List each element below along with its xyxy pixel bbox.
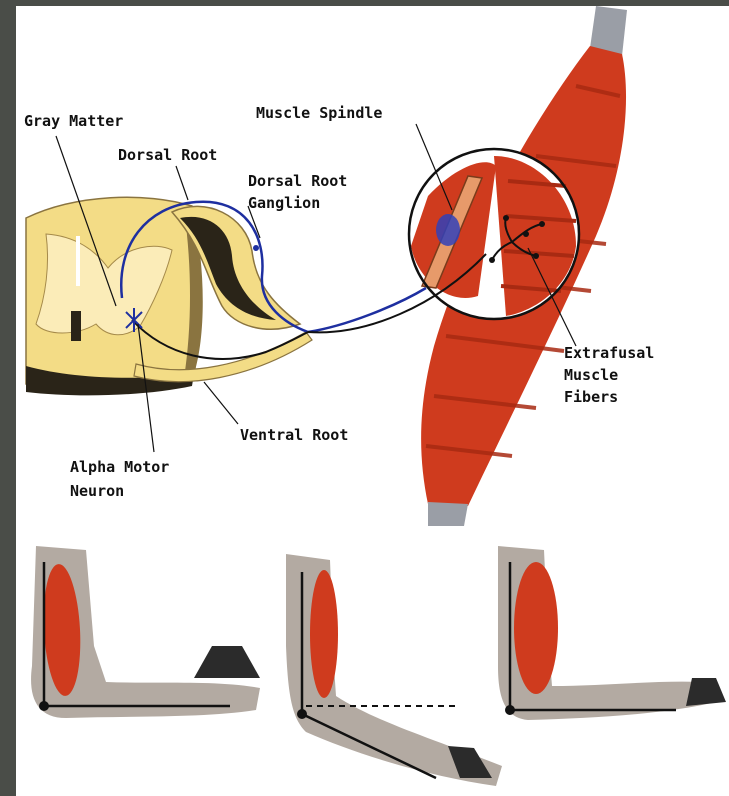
arm-icon [286,554,502,786]
weight-icon [194,646,260,678]
label-ventral-root: Ventral Root [240,426,348,444]
label-drg-line2: Ganglion [248,194,320,212]
label-alpha-motor-line1: Alpha Motor [70,458,169,476]
arm-icon [31,546,260,718]
muscle-spindle-zoom [409,149,579,319]
label-dorsal-root: Dorsal Root [118,146,217,164]
label-muscle-spindle: Muscle Spindle [256,104,382,122]
label-gray-matter: Gray Matter [24,112,123,130]
muscle-bottom-tendon [428,502,468,526]
spinal-cord-icon [26,197,203,395]
weight-icon [686,678,726,706]
frame-left [0,0,16,796]
label-drg-line1: Dorsal Root [248,172,347,190]
stretch-reflex-diagram: Gray Matter Dorsal Root Dorsal Root Gang… [16,6,729,796]
label-extrafusal-line2: Muscle [564,366,618,384]
label-extrafusal-line3: Fibers [564,388,618,406]
arm-icon [498,546,726,720]
diagram-canvas: Gray Matter Dorsal Root Dorsal Root Gang… [16,6,729,796]
label-extrafusal-line1: Extrafusal [564,344,654,362]
label-alpha-motor-line2: Neuron [70,482,124,500]
